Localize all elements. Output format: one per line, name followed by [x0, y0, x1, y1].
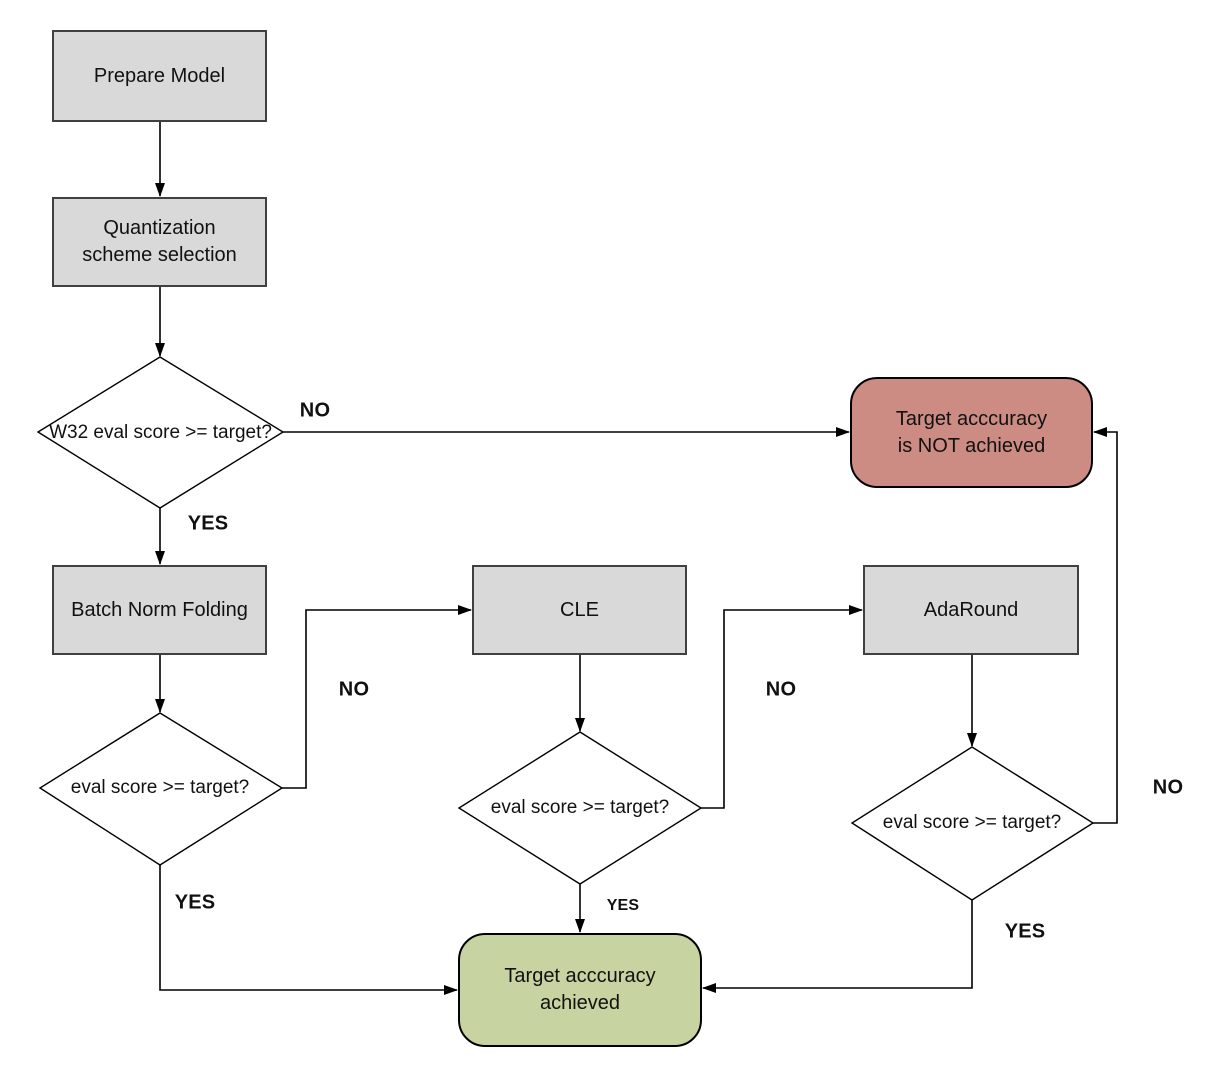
node-adaround: AdaRound — [863, 565, 1079, 655]
node-quantization-scheme-selection: Quantization scheme selection — [52, 197, 267, 287]
node-cle: CLE — [472, 565, 687, 655]
decision-bnf-shape — [38, 712, 284, 866]
decision-cle-label: eval score >= target? — [490, 797, 670, 818]
edge-label-w32-yes: YES — [187, 512, 229, 535]
node-target-achieved: Target acccuracy achieved — [458, 933, 702, 1047]
edge-label-cle-yes: YES — [606, 897, 640, 914]
decision-adaround-label: eval score >= target? — [882, 812, 1062, 833]
node-batch-norm-folding: Batch Norm Folding — [52, 565, 267, 655]
edge-adaround-yes-to-achieved — [702, 900, 973, 993]
edge-bnf-yes-to-achieved — [159, 865, 458, 995]
decision-adaround-shape — [850, 746, 1095, 901]
edge-label-bnf-yes: YES — [174, 891, 216, 914]
edge-label-bnf-no: NO — [338, 678, 370, 701]
edge-bnf-no-to-cle — [282, 605, 472, 789]
node-prepare-model: Prepare Model — [52, 30, 267, 122]
decision-cle-shape — [457, 731, 703, 885]
decision-bnf-label: eval score >= target? — [70, 777, 250, 798]
edge-label-adaround-no: NO — [1152, 776, 1184, 799]
edge-label-cle-no: NO — [765, 678, 797, 701]
decision-w32-label: W32 eval score >= target? — [49, 422, 272, 443]
node-target-not-achieved: Target acccuracy is NOT achieved — [850, 377, 1093, 488]
decision-w32-shape — [36, 356, 285, 509]
edge-label-w32-no: NO — [299, 399, 331, 422]
edge-adaround-no-to-not-achieved — [1093, 427, 1118, 824]
edge-label-adaround-yes: YES — [1004, 920, 1046, 943]
edge-cle-no-to-adaround — [701, 605, 863, 809]
